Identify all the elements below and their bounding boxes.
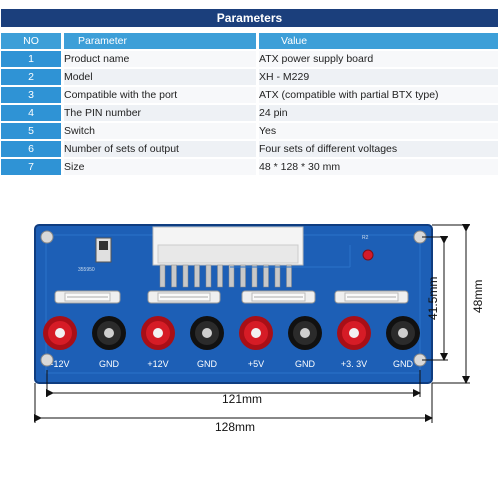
binding-posts: -12V GND +12V GND +5V GND +3. 3V GND bbox=[43, 316, 420, 369]
connector-pin bbox=[274, 264, 281, 288]
label-128mm: 128mm bbox=[215, 420, 255, 434]
header-parameter: Parameter bbox=[64, 33, 256, 49]
terminal-post-hole bbox=[251, 328, 261, 338]
pcb-board bbox=[34, 224, 433, 384]
label-48mm: 48mm bbox=[471, 280, 485, 313]
fuse-holder bbox=[241, 290, 316, 304]
table-row: 4 The PIN number 24 pin bbox=[1, 105, 498, 121]
dimension-outer-height: 48mm bbox=[432, 224, 485, 384]
dimension-inner-height: 41.5mm bbox=[422, 236, 448, 361]
power-switch bbox=[95, 237, 112, 263]
connector-pins bbox=[159, 264, 292, 288]
fuse-holders bbox=[54, 290, 409, 304]
row-value: Four sets of different voltages bbox=[259, 141, 498, 157]
terminal-post-3: +12V bbox=[141, 316, 175, 369]
terminal-label: GND bbox=[393, 359, 414, 369]
header-value: Value bbox=[259, 33, 498, 49]
terminal-label: +3. 3V bbox=[341, 359, 367, 369]
terminal-post-7: +3. 3V bbox=[337, 316, 371, 369]
label-41-5mm: 41.5mm bbox=[426, 277, 440, 320]
row-value: Yes bbox=[259, 123, 498, 139]
terminal-post-hole bbox=[153, 328, 163, 338]
terminal-post-8: GND bbox=[386, 316, 420, 369]
row-value: ATX (compatible with partial BTX type) bbox=[259, 87, 498, 103]
parameters-title: Parameters bbox=[1, 9, 498, 27]
mounting-holes bbox=[40, 230, 427, 367]
terminal-post-4: GND bbox=[190, 316, 224, 369]
row-no: 7 bbox=[1, 159, 61, 175]
connector-pin bbox=[217, 264, 223, 288]
connector-pin bbox=[251, 264, 258, 288]
table-row: 2 Model XH - M229 bbox=[1, 69, 498, 85]
terminal-post-hole bbox=[398, 328, 408, 338]
atx-24pin-connector bbox=[152, 226, 304, 266]
terminal-post-5: +5V bbox=[239, 316, 273, 369]
terminal-label: GND bbox=[295, 359, 316, 369]
svg-text:355950: 355950 bbox=[78, 267, 95, 273]
row-no: 5 bbox=[1, 123, 61, 139]
terminal-label: +5V bbox=[248, 359, 264, 369]
header-no: NO bbox=[1, 33, 61, 49]
row-value: ATX power supply board bbox=[259, 51, 498, 67]
connector-pin bbox=[159, 264, 166, 288]
terminal-post-hole bbox=[300, 328, 310, 338]
row-no: 6 bbox=[1, 141, 61, 157]
connector-pin bbox=[286, 264, 292, 288]
power-led: R2 bbox=[362, 235, 374, 261]
terminal-post-1: -12V bbox=[43, 316, 77, 369]
table-header-row: NO Parameter Value bbox=[1, 33, 498, 49]
table-row: 1 Product name ATX power supply board bbox=[1, 51, 498, 67]
fuse-holder bbox=[334, 290, 409, 304]
parameters-table: NO Parameter Value 1 Product name ATX po… bbox=[1, 31, 498, 177]
terminal-post-2: GND bbox=[92, 316, 126, 369]
row-parameter: Compatible with the port bbox=[64, 87, 256, 103]
dimension-outer-width: 128mm bbox=[34, 383, 433, 434]
connector-pin bbox=[228, 264, 235, 288]
terminal-label: -12V bbox=[50, 359, 69, 369]
connector-pin bbox=[263, 264, 269, 288]
row-value: 48 * 128 * 30 mm bbox=[259, 159, 498, 175]
connector-pin bbox=[171, 264, 177, 288]
fuse-holder bbox=[54, 290, 121, 304]
connector-pin bbox=[182, 264, 189, 288]
row-parameter: Product name bbox=[64, 51, 256, 67]
terminal-post-hole bbox=[104, 328, 114, 338]
row-no: 4 bbox=[1, 105, 61, 121]
terminal-post-hole bbox=[55, 328, 65, 338]
terminal-post-hole bbox=[202, 328, 212, 338]
row-value: XH - M229 bbox=[259, 69, 498, 85]
row-parameter: Switch bbox=[64, 123, 256, 139]
table-row: 7 Size 48 * 128 * 30 mm bbox=[1, 159, 498, 175]
terminal-label: +12V bbox=[147, 359, 168, 369]
table-row: 6 Number of sets of output Four sets of … bbox=[1, 141, 498, 157]
fuse-holder bbox=[147, 290, 221, 304]
row-parameter: The PIN number bbox=[64, 105, 256, 121]
connector-pin bbox=[194, 264, 200, 288]
terminal-post-6: GND bbox=[288, 316, 322, 369]
table-row: 5 Switch Yes bbox=[1, 123, 498, 139]
row-value: 24 pin bbox=[259, 105, 498, 121]
terminal-label: GND bbox=[197, 359, 218, 369]
label-121mm: 121mm bbox=[222, 392, 262, 406]
row-no: 3 bbox=[1, 87, 61, 103]
row-no: 2 bbox=[1, 69, 61, 85]
row-parameter: Size bbox=[64, 159, 256, 175]
row-no: 1 bbox=[1, 51, 61, 67]
dimension-inner-width: 121mm bbox=[46, 370, 421, 406]
svg-text:R2: R2 bbox=[362, 235, 369, 241]
connector-pin bbox=[205, 264, 212, 288]
table-row: 3 Compatible with the port ATX (compatib… bbox=[1, 87, 498, 103]
terminal-post-hole bbox=[349, 328, 359, 338]
row-parameter: Model bbox=[64, 69, 256, 85]
connector-pin bbox=[240, 264, 246, 288]
row-parameter: Number of sets of output bbox=[64, 141, 256, 157]
terminal-label: GND bbox=[99, 359, 120, 369]
